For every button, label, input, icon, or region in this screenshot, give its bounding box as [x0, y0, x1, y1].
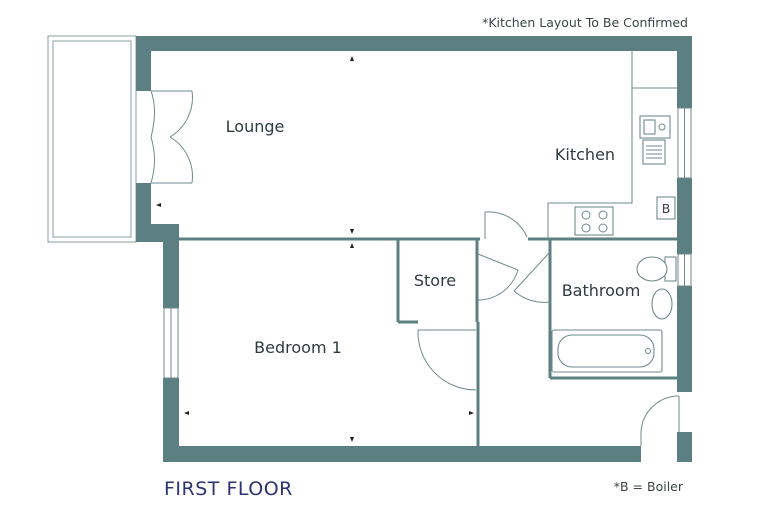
dimension-markers: [156, 56, 474, 442]
interior-walls: [179, 237, 677, 446]
exterior-walls: [136, 36, 692, 462]
room-label-kitchen: Kitchen: [555, 145, 615, 164]
balcony: [47, 35, 137, 243]
kitchen-units: [547, 51, 677, 239]
doors: [150, 90, 680, 446]
windows: [163, 107, 692, 379]
room-label-lounge: Lounge: [226, 117, 285, 136]
kitchen-layout-note: *Kitchen Layout To Be Confirmed: [482, 15, 688, 30]
bathroom-fixtures: [551, 256, 677, 373]
floor-title: FIRST FLOOR: [164, 478, 293, 500]
boiler-mark: B: [662, 201, 671, 216]
room-label-bathroom: Bathroom: [562, 281, 641, 300]
boiler-legend: *B = Boiler: [614, 479, 684, 494]
room-label-bedroom-1: Bedroom 1: [254, 338, 342, 357]
room-label-store: Store: [414, 271, 456, 290]
